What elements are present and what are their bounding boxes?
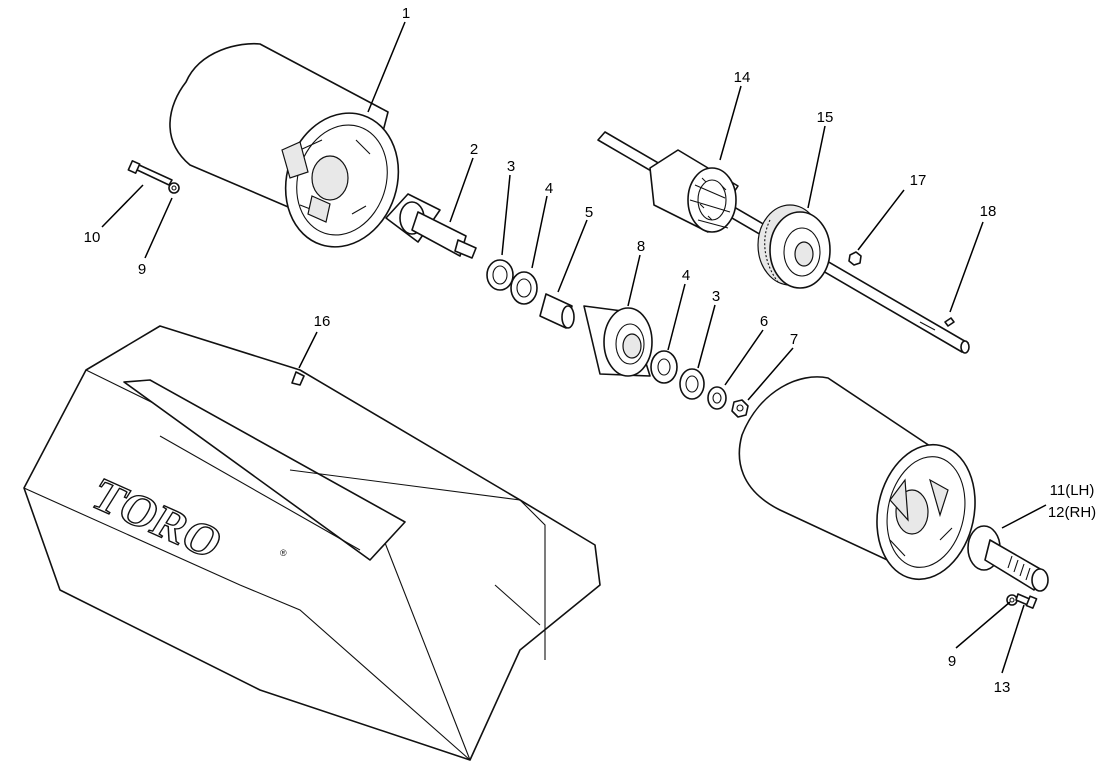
callout-12: 12(RH) (1048, 504, 1096, 521)
flanged-shaft-2 (385, 193, 477, 259)
leader-lines (101, 21, 1047, 674)
callout-16: 16 (314, 313, 331, 330)
callout-8: 8 (637, 238, 645, 255)
registered-mark: ® (280, 548, 287, 558)
bolt-13 (1015, 593, 1038, 609)
clutch-hub-14 (649, 149, 739, 233)
callout-4: 4 (682, 267, 690, 284)
washer-6 (707, 386, 727, 410)
washer-3-right (679, 368, 705, 400)
callout-1: 1 (402, 5, 410, 22)
right-roller-drum (738, 376, 976, 581)
left-roller-drum (169, 42, 400, 248)
grass-shield-16 (23, 325, 601, 761)
bearing-4-left (510, 271, 538, 305)
nut-7 (731, 399, 749, 418)
bearing-4-right (650, 350, 678, 384)
callout-6: 6 (760, 313, 768, 330)
washer-3-left (486, 259, 514, 291)
callout-15: 15 (817, 109, 834, 126)
drive-gear-15 (757, 204, 831, 289)
bolt-10 (127, 160, 173, 186)
callout-5: 5 (585, 204, 593, 221)
nut-9-left (168, 182, 180, 194)
callout-10: 10 (84, 229, 101, 246)
callout-11: 11(LH) (1050, 482, 1095, 499)
callout-9: 9 (138, 261, 146, 278)
nut-17 (848, 251, 862, 266)
callout-3: 3 (507, 158, 515, 175)
stub-shaft-11-12 (967, 525, 1049, 592)
callout-4: 4 (545, 180, 553, 197)
callout-18: 18 (980, 203, 997, 220)
callout-2: 2 (470, 141, 478, 158)
callout-3: 3 (712, 288, 720, 305)
sleeve-5 (539, 293, 575, 329)
callout-17: 17 (910, 172, 927, 189)
callout-7: 7 (790, 331, 798, 348)
hub-housing-8 (583, 305, 653, 377)
callout-14: 14 (734, 69, 751, 86)
callout-9: 9 (948, 653, 956, 670)
callout-13: 13 (994, 679, 1011, 696)
